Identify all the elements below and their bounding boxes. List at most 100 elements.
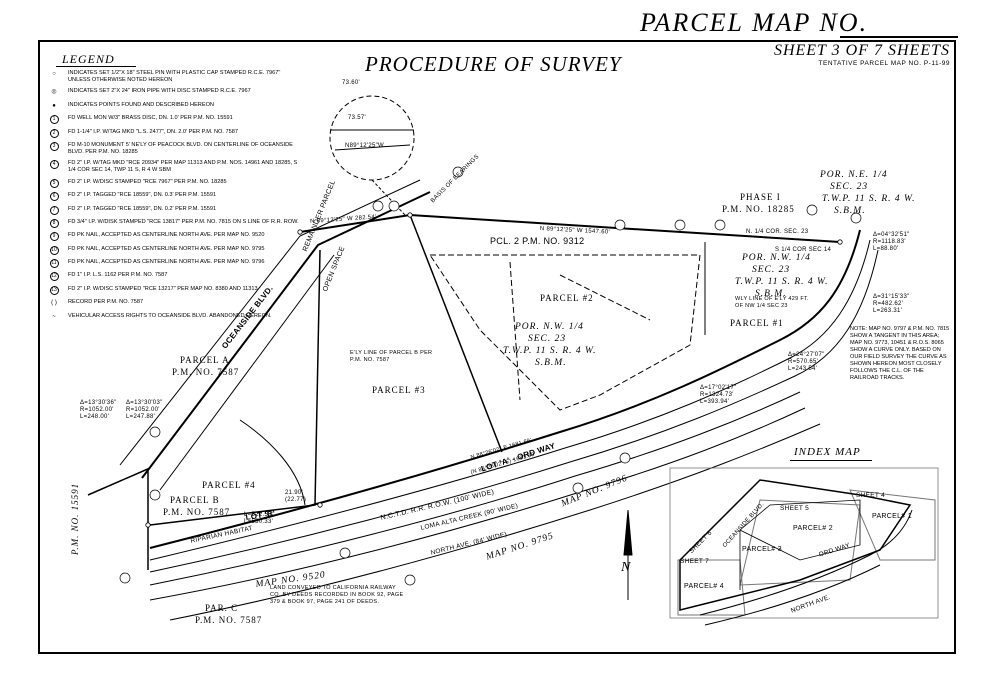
curve-radius: R=1052.00' <box>80 407 114 413</box>
wly-line-label: WLY LINE OF E'LY 429 FT. OF NW 1/4 SEC 2… <box>735 296 809 309</box>
length-measured: L=522.53' <box>244 512 274 518</box>
par-c-pm-label: P.M. NO. 7587 <box>195 615 263 625</box>
legend-text: INDICATES SET 2"x 24" IRON PIPE WITH DIS… <box>68 88 251 95</box>
legend-symbol: ~ <box>52 313 56 320</box>
sheet-number: SHEET 3 OF 7 SHEETS <box>773 42 950 59</box>
inset-distance-1: 73.60' <box>342 80 360 86</box>
par-c-label: PAR. C <box>205 603 239 613</box>
legend-symbol: ● <box>52 102 56 109</box>
lot-b-length-label: L=522.53'L=530.33' <box>244 512 273 526</box>
por-nw-a-label: POR. N.W. 1/4 <box>742 253 811 263</box>
curve-length: L=88.80' <box>873 246 899 252</box>
curve-delta: Δ=31°15'33" <box>873 294 910 300</box>
callout-13b <box>850 212 862 224</box>
curve-4-label: Δ=17°02'17"R=1324.73'L=393.94' <box>700 385 737 406</box>
legend-text: FD 3/4" I.P. W/DISK STAMPED "RCE 13817" … <box>68 218 299 225</box>
legend-symbol: 4 <box>49 160 59 170</box>
callout-4 <box>806 204 818 216</box>
callout-3 <box>452 166 464 178</box>
callout-9 <box>404 574 416 586</box>
por-ne-twp-label: T.W.P. 11 S. R. 4 W. <box>822 194 916 204</box>
legend-item: ○INDICATES SET 1/2"x 18" STEEL PIN WITH … <box>46 70 302 84</box>
curve-radius: R=1118.83' <box>873 239 906 245</box>
monument-point <box>297 229 303 235</box>
legend-text: FD PK NAIL, ACCEPTED AS CENTERLINE NORTH… <box>68 259 265 266</box>
legend-item: ( )RECORD PER P.M. NO. 7587 <box>46 299 302 308</box>
legend-item: 6 FD 2" I.P. TAGGED "RCE 18559", DN. 0.3'… <box>46 192 302 202</box>
legend-symbol: ◎ <box>51 89 57 96</box>
legend-item: 12 FD 1" I.P. L.S. 1162 PER P.M. NO. 7587 <box>46 272 302 282</box>
legend-symbol: ○ <box>52 71 56 77</box>
legend-text: VEHICULAR ACCESS RIGHTS TO OCEANSIDE BLV… <box>68 312 272 319</box>
legend-text: FD 2" I.P. W/TAG MKD "RCE 20934" PER MAP… <box>68 160 298 174</box>
legend-item: 2 FD 1-1/4" I.P. W/TAG MKD "L.S. 2477", D… <box>46 128 302 138</box>
monument-point <box>145 522 151 528</box>
phase1-label: PHASE I <box>740 192 781 202</box>
curve-radius: R=1324.73' <box>700 392 734 398</box>
s14-corner-label: S 1/4 COR SEC 14 <box>775 247 832 253</box>
por-nw-b-sbm-label: S.B.M. <box>535 358 567 368</box>
parcel-2-dashed-boundary <box>429 254 701 411</box>
index-railroad-2 <box>704 564 881 626</box>
legend-symbol: 2 <box>49 128 59 138</box>
curve-delta: Δ=13°30'36" <box>80 400 117 406</box>
legend-symbol: 6 <box>49 192 59 202</box>
index-railroad <box>699 509 913 616</box>
curve-note: NOTE: MAP NO. 9797 & P.M. NO. 7815 SHOW … <box>850 326 950 381</box>
parcel-4-label: PARCEL #4 <box>202 480 256 490</box>
legend-text: FD WELL MON W/3" BRASS DISC, DN. 1.0' PE… <box>68 115 233 122</box>
monument-point <box>837 239 843 245</box>
curve-6-label: Δ=13°30'03"R=1052.00'L=247.88' <box>126 400 163 421</box>
index-sheet4-outline <box>849 489 936 561</box>
north-arrow-icon <box>623 509 633 556</box>
ely-line-label: E'LY LINE OF PARCEL B PER P.M. NO. 7587 <box>350 350 433 363</box>
index-map-title: INDEX MAP <box>794 446 861 458</box>
railroad-curve-4 <box>149 391 801 586</box>
legend-underline <box>56 66 136 67</box>
index-sheet-4: SHEET 4 <box>856 492 886 499</box>
por-nw-a-sbm-label: S.B.M. <box>755 289 787 299</box>
legend-item: ~ VEHICULAR ACCESS RIGHTS TO OCEANSIDE BL… <box>46 313 302 322</box>
por-ne-label: POR. N.E. 1/4 <box>820 170 888 180</box>
railroad-curve-5 <box>149 407 806 601</box>
monument-point <box>407 212 413 218</box>
callout-8 <box>339 547 351 559</box>
callout-10 <box>572 482 584 494</box>
legend-symbol: 12 <box>49 272 59 282</box>
legend-text: FD 2" I.P. W/DISC STAMPED "RCE 7967" PER… <box>68 178 227 185</box>
curve-length: L=248.00' <box>80 414 110 420</box>
callout-2 <box>388 200 400 212</box>
inset-distance-2: 73.57' <box>348 115 366 121</box>
por-nw-b-sec-label: SEC. 23 <box>528 334 567 344</box>
legend-title: LEGEND <box>62 52 115 66</box>
legend: ○INDICATES SET 1/2"x 18" STEEL PIN WITH … <box>46 70 302 326</box>
monument-point <box>317 502 323 508</box>
legend-text: FD 1-1/4" I.P. W/TAG MKD "L.S. 2477", DN… <box>68 128 238 135</box>
callout-7 <box>119 572 131 584</box>
legend-text: FD 2" I.P. TAGGED "RCE 18559", DN. 0.3' … <box>68 192 217 199</box>
map-title: PARCEL MAP NO. <box>640 8 869 37</box>
legend-symbol: 5 <box>49 178 59 188</box>
railroad-curve-3 <box>149 249 879 573</box>
callout-12 <box>149 489 161 501</box>
legend-text: FD 1" I.P. L.S. 1162 PER P.M. NO. 7587 <box>68 272 168 279</box>
parcel-3-label: PARCEL #3 <box>372 385 426 395</box>
west-boundary <box>87 467 151 496</box>
callout-5a <box>614 219 626 231</box>
railroad-curve-2 <box>149 239 871 561</box>
curve-length: L=393.94' <box>700 399 730 405</box>
parcel-a-pm-label: P.M. NO. 7587 <box>172 367 240 377</box>
index-sheet5-outline <box>739 499 861 586</box>
phase1-pm-label: P.M. NO. 18285 <box>722 204 795 214</box>
north-arrow-label: N <box>621 560 632 575</box>
callout-5c <box>714 219 726 231</box>
legend-item: 5 FD 2" I.P. W/DISC STAMPED "RCE 7967" PE… <box>46 178 302 188</box>
quarter-corner-label: N. 1/4 COR. SEC. 23 <box>746 229 809 235</box>
legend-symbol: 7 <box>49 205 59 215</box>
index-parcel-1: PARCEL# 1 <box>872 513 912 520</box>
